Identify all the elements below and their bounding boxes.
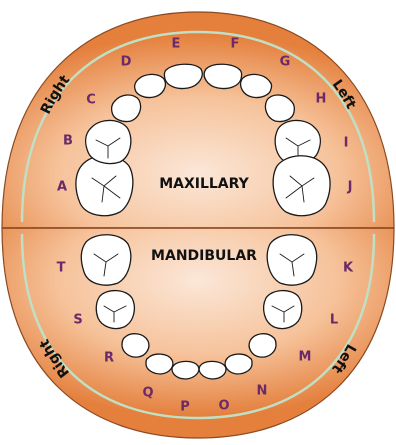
tooth-q	[146, 354, 173, 374]
tooth-l	[264, 291, 302, 329]
tooth-a	[76, 156, 133, 216]
tooth-e	[164, 64, 202, 88]
tooth-letter-j: J	[347, 180, 353, 195]
tooth-letter-q: Q	[142, 386, 153, 401]
tooth-letter-l: L	[330, 313, 338, 328]
mandibular-label: MANDIBULAR	[151, 248, 257, 264]
tooth-letter-o: O	[218, 399, 229, 414]
tooth-m	[249, 334, 276, 357]
tooth-p	[172, 361, 199, 379]
tooth-letter-a: A	[57, 180, 67, 195]
tooth-letter-n: N	[257, 384, 268, 399]
tooth-letter-p: P	[180, 400, 190, 415]
tooth-letter-f: F	[231, 37, 240, 52]
tooth-letter-b: B	[63, 134, 73, 149]
tooth-b	[86, 120, 131, 163]
tooth-g	[241, 74, 272, 97]
tooth-letter-m: M	[299, 350, 312, 365]
tooth-letter-k: K	[343, 261, 354, 276]
tooth-letter-s: S	[73, 313, 82, 328]
tooth-d	[135, 74, 166, 97]
tooth-letter-h: H	[316, 92, 327, 107]
tooth-letter-i: I	[344, 136, 349, 151]
maxillary-plate-shape	[2, 12, 394, 228]
tooth-s	[96, 291, 134, 329]
tooth-letter-d: D	[121, 55, 132, 70]
tooth-letter-c: C	[86, 93, 96, 108]
tooth-h	[265, 95, 294, 122]
tooth-c	[112, 95, 141, 122]
tooth-letter-e: E	[172, 37, 181, 52]
tooth-k	[267, 235, 317, 285]
tooth-r	[122, 334, 149, 357]
tooth-n	[225, 354, 252, 374]
maxillary-plate	[2, 12, 394, 228]
tooth-letter-g: G	[280, 55, 291, 70]
tooth-letter-t: T	[57, 261, 66, 276]
tooth-f	[204, 64, 241, 88]
tooth-j	[273, 156, 330, 216]
tooth-t	[81, 235, 131, 285]
maxillary-label: MAXILLARY	[159, 176, 249, 192]
tooth-letter-r: R	[104, 351, 114, 366]
tooth-o	[199, 361, 226, 379]
